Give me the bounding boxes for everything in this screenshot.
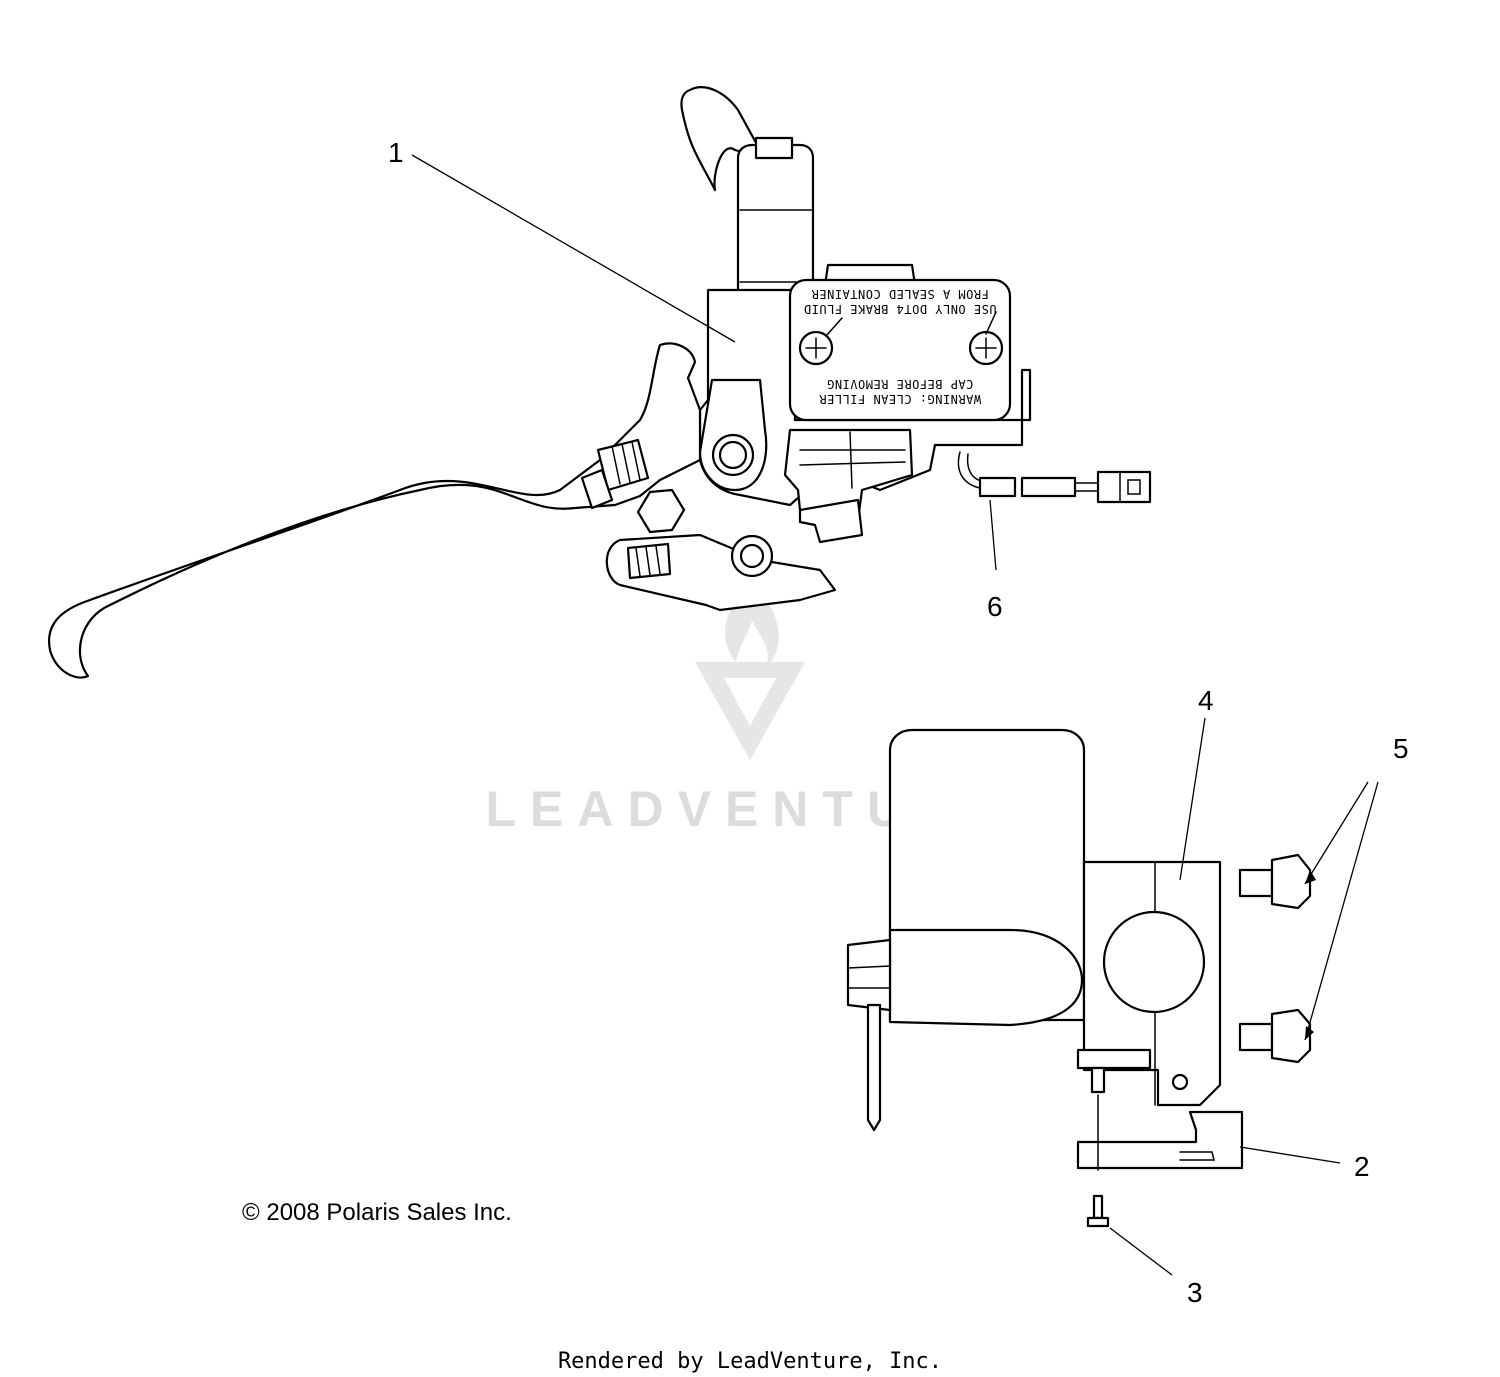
switch-plug xyxy=(798,498,864,544)
leader-4 xyxy=(1179,717,1206,881)
cap-label-line4: CAP BEFORE REMOVING xyxy=(827,377,974,391)
clamp-bore xyxy=(1102,910,1206,1014)
switch-bracket xyxy=(1076,1110,1244,1170)
callout-5: 5 xyxy=(1393,733,1409,764)
cap-screw-left xyxy=(798,330,834,366)
leader-1 xyxy=(411,154,736,343)
callout-4: 4 xyxy=(1198,685,1214,716)
master-cylinder-assembly xyxy=(846,728,1312,1228)
leader-5a xyxy=(1304,781,1369,885)
callout-1: 1 xyxy=(388,137,404,168)
lever-pivot-nut xyxy=(636,488,686,534)
cap-label-line1: USE ONLY DOT4 BRAKE FLUID xyxy=(803,302,996,316)
leader-3 xyxy=(1109,1227,1173,1276)
brake-lever xyxy=(47,342,702,679)
callout-2: 2 xyxy=(1354,1151,1370,1182)
pivot-tab xyxy=(1076,1048,1152,1070)
callout-6: 6 xyxy=(987,591,1003,622)
leader-2 xyxy=(1239,1146,1341,1164)
leader-lines xyxy=(411,154,1379,1276)
reservoir-cap xyxy=(788,278,1012,422)
switch-wire xyxy=(957,451,981,489)
adjuster-tip xyxy=(580,468,614,510)
reservoir-top xyxy=(754,136,794,160)
leader-5-arrowhead-b xyxy=(1305,1026,1314,1040)
callouts: 1 6 4 5 2 3 xyxy=(388,137,1409,1308)
watermark-v-icon xyxy=(695,662,805,760)
cap-label-line2: FROM A SEALED CONTAINER xyxy=(811,287,989,301)
clamp-bolt-upper xyxy=(1238,853,1312,910)
cylinder-bore xyxy=(888,928,1084,1027)
cap-screw-right xyxy=(968,330,1004,366)
clamp-bolt-lower xyxy=(1238,1008,1312,1064)
leader-6 xyxy=(989,499,997,571)
reservoir-tower xyxy=(736,143,815,314)
brake-lever-assembly: USE ONLY DOT4 BRAKE FLUID FROM A SEALED … xyxy=(47,86,1152,679)
footer-text: Rendered by LeadVenture, Inc. xyxy=(558,1349,942,1374)
wire-sleeve xyxy=(978,476,1017,498)
leader-5b xyxy=(1304,781,1379,1041)
cap-label-line3: WARNING: CLEAN FILLER xyxy=(819,392,981,406)
wire-connector xyxy=(1096,470,1152,504)
banjo-fitting xyxy=(846,938,892,1012)
bleeder-rod xyxy=(866,1003,882,1132)
lever-top-tab xyxy=(680,86,762,192)
cap-warning-label: USE ONLY DOT4 BRAKE FLUID FROM A SEALED … xyxy=(803,287,996,406)
copyright-text: © 2008 Polaris Sales Inc. xyxy=(242,1199,512,1226)
leader-5-arrowhead-a xyxy=(1305,870,1316,884)
bracket-screw xyxy=(1086,1094,1110,1228)
callout-3: 3 xyxy=(1187,1277,1203,1308)
